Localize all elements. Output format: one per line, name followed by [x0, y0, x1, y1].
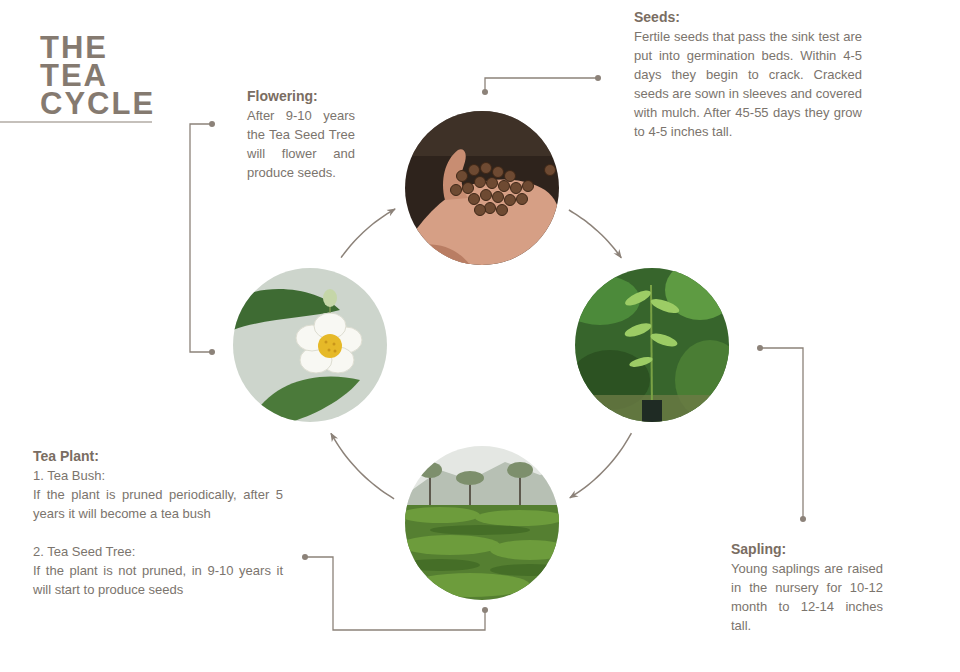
stage-description: After 9-10 years the Tea Seed Tree will … [247, 106, 355, 182]
stage-callout: Sapling:Young saplings are raised in the… [731, 540, 883, 635]
stage-heading: Flowering: [247, 87, 355, 106]
stage-heading: Tea Plant: [33, 447, 283, 466]
stage-circle: Seeds:Fertile seeds that pass the sink t… [405, 111, 559, 265]
cycle-arrow [341, 209, 395, 258]
stage-heading: Seeds: [634, 8, 862, 27]
leader-dot [209, 121, 215, 127]
stage-circle: Sapling:Young saplings are raised in the… [575, 268, 729, 422]
stage-description: 2. Tea Seed Tree: [33, 542, 283, 561]
cycle-arrow [570, 433, 632, 498]
leader-line [760, 348, 803, 519]
stage-callout: Seeds:Fertile seeds that pass the sink t… [634, 8, 862, 141]
sapling-photo [560, 260, 745, 422]
leader-dot [209, 349, 215, 355]
stage-description: 1. Tea Bush: [33, 466, 283, 485]
diagram-title: THE TEA CYCLE [40, 34, 155, 118]
leader-dot [757, 345, 763, 351]
stage-heading: Sapling: [731, 540, 883, 559]
stage-circle: Tea Plant:1. Tea Bush:If the plant is pr… [405, 446, 559, 600]
stage-description: If the plant is not pruned, in 9-10 year… [33, 561, 283, 599]
flower-photo [233, 268, 387, 422]
leader-dot [595, 75, 601, 81]
leader-line [485, 78, 598, 92]
leader-dot [482, 607, 488, 613]
stage-description: Fertile seeds that pass the sink test ar… [634, 27, 862, 141]
stage-description: Young saplings are raised in the nursery… [731, 559, 883, 635]
stage-circle: Flowering:After 9-10 years the Tea Seed … [233, 268, 387, 422]
leader-dot [302, 554, 308, 560]
tea-garden-photo [400, 446, 570, 600]
leader-lines [190, 78, 803, 630]
cycle-arrow [331, 433, 394, 498]
stage-description: If the plant is pruned periodically, aft… [33, 485, 283, 523]
leader-dot [800, 516, 806, 522]
seeds-photo [405, 111, 559, 265]
stage-callout: Tea Plant:1. Tea Bush:If the plant is pr… [33, 447, 283, 599]
stage-callout: Flowering:After 9-10 years the Tea Seed … [247, 87, 355, 182]
leader-dot [482, 89, 488, 95]
leader-dots [209, 75, 806, 613]
leader-line [190, 124, 212, 352]
title-rule [0, 121, 152, 122]
cycle-arrow [569, 210, 621, 258]
